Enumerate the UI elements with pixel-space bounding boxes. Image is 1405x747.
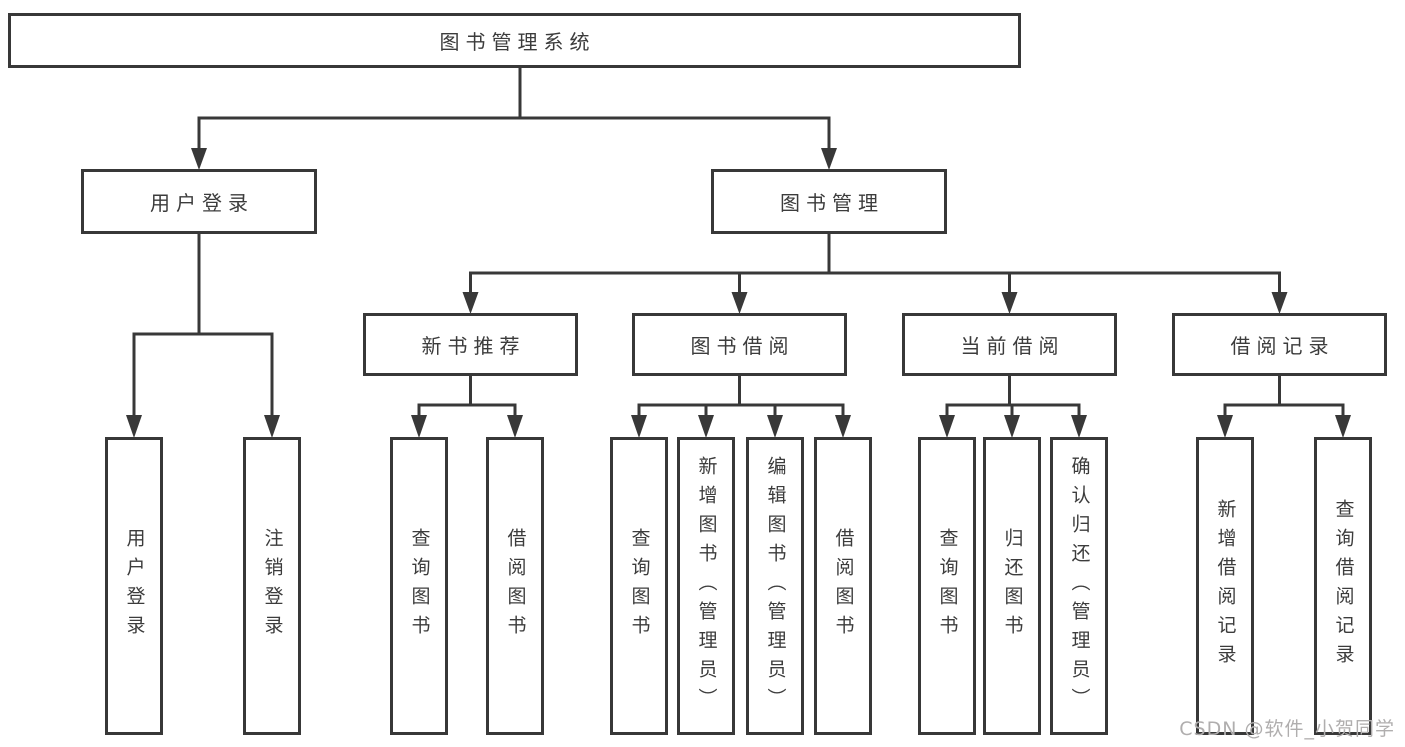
node-label: 查询图书 (408, 528, 431, 644)
arrowhead (411, 415, 427, 438)
node-user-login: 用户登录 (81, 169, 317, 234)
arrowhead (264, 415, 280, 438)
node-label: 图书管理 (780, 191, 884, 215)
node-label: 新增借阅记录 (1214, 499, 1237, 673)
arrowhead (1001, 292, 1018, 314)
node-label: 新增图书（管理员） (695, 455, 718, 717)
node-leaf-bb-add-books-admin: 新增图书（管理员） (677, 437, 735, 735)
arrowhead (698, 415, 714, 438)
arrowhead (126, 415, 142, 438)
arrowhead (835, 415, 851, 438)
node-label: 注销登录 (261, 528, 284, 644)
connector-book-borrowing-to-leaves (631, 376, 851, 438)
node-leaf-rec-query-books: 查询图书 (390, 437, 448, 735)
node-book-borrowing: 图书借阅 (632, 313, 847, 376)
node-leaf-rec-borrow-books: 借阅图书 (486, 437, 544, 735)
node-label: 查询图书 (628, 528, 651, 644)
arrowhead (191, 148, 207, 170)
node-leaf-cb-return-books: 归还图书 (983, 437, 1041, 735)
node-leaf-br-add-record: 新增借阅记录 (1196, 437, 1254, 735)
node-label: 借阅图书 (504, 528, 527, 644)
node-root: 图书管理系统 (8, 13, 1021, 68)
connector-book-management-to-level3 (462, 234, 1288, 314)
connector-borrowing-records-to-leaves (1217, 376, 1351, 438)
node-leaf-user-login: 用户登录 (105, 437, 163, 735)
node-leaf-bb-query-books: 查询图书 (610, 437, 668, 735)
csdn-watermark: CSDN @软件_小贺同学 (1179, 718, 1395, 740)
arrowhead (1217, 415, 1233, 438)
arrowhead (507, 415, 523, 438)
arrowhead (1335, 415, 1351, 438)
node-leaf-bb-borrow-books: 借阅图书 (814, 437, 872, 735)
connector-root-to-level2 (191, 68, 837, 170)
node-label: 图书借阅 (690, 334, 795, 358)
connector-user-login-to-leaves (126, 234, 280, 438)
node-borrowing-records: 借阅记录 (1172, 313, 1387, 376)
node-leaf-logout: 注销登录 (243, 437, 301, 735)
connector-new-book-recommend-to-leaves (411, 376, 523, 438)
node-leaf-cb-query-books: 查询图书 (918, 437, 976, 735)
arrowhead (767, 415, 783, 438)
arrowhead (821, 148, 837, 170)
node-new-book-recommend: 新书推荐 (363, 313, 578, 376)
node-label: 当前借阅 (960, 334, 1065, 358)
node-label: 图书管理系统 (439, 30, 596, 54)
node-leaf-bb-edit-books-admin: 编辑图书（管理员） (746, 437, 804, 735)
arrowhead (1271, 292, 1288, 314)
connector-current-borrowing-to-leaves (939, 376, 1087, 438)
arrowhead (939, 415, 955, 438)
node-label: 借阅图书 (832, 528, 855, 644)
node-book-management: 图书管理 (711, 169, 947, 234)
node-label: 借阅记录 (1230, 334, 1335, 358)
node-label: 用户登录 (123, 528, 146, 644)
node-label: 查询借阅记录 (1332, 499, 1355, 673)
arrowhead (631, 415, 647, 438)
arrowhead (1071, 415, 1087, 438)
node-label: 编辑图书（管理员） (764, 455, 787, 717)
node-leaf-br-query-record: 查询借阅记录 (1314, 437, 1372, 735)
node-label: 确认归还（管理员） (1068, 455, 1091, 717)
node-current-borrowing: 当前借阅 (902, 313, 1117, 376)
arrowhead (1004, 415, 1020, 438)
arrowhead (462, 292, 479, 314)
node-leaf-cb-confirm-return-admin: 确认归还（管理员） (1050, 437, 1108, 735)
node-label: 归还图书 (1001, 528, 1024, 644)
node-label: 用户登录 (150, 191, 254, 215)
node-label: 新书推荐 (421, 334, 526, 358)
node-label: 查询图书 (936, 528, 959, 644)
arrowhead (731, 292, 748, 314)
